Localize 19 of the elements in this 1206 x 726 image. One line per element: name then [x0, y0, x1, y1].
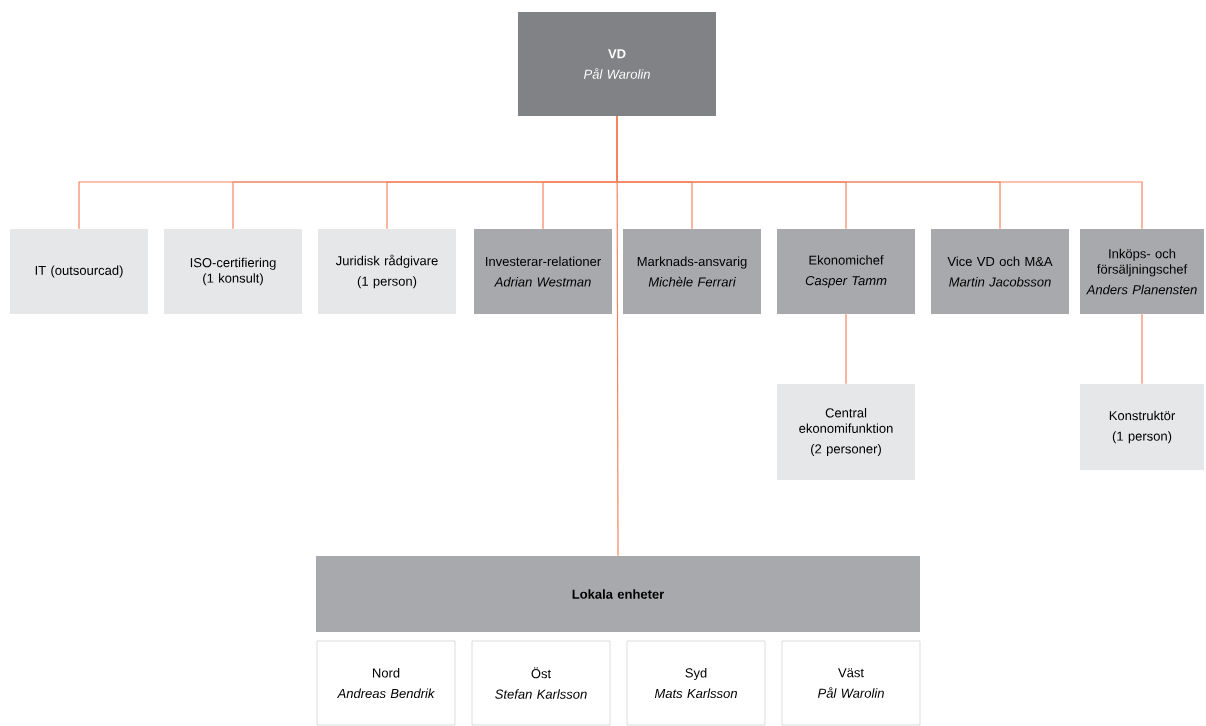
role-box: Juridisk rådgivare (1 person) — [318, 229, 456, 314]
role-box: ISO-certifiering (1 konsult) — [164, 229, 302, 314]
role-box: Central ekonomifunktion (2 personer) — [777, 384, 915, 480]
role-box: Konstruktör (1 person) — [1080, 384, 1204, 470]
role-box: IT (outsourcad) — [10, 229, 148, 314]
connector-line — [1141, 313, 1143, 385]
connector-line — [616, 115, 619, 557]
connector-line — [845, 313, 847, 385]
role-box: Ekonomichef Casper Tamm — [777, 229, 915, 314]
unit-box: Syd Mats Karlsson — [626, 640, 766, 726]
unit-banner: Lokala enheter — [316, 556, 920, 632]
unit-box: Nord Andreas Bendrik — [316, 640, 456, 726]
role-box: Vice VD och M&A Martin Jacobsson — [931, 229, 1069, 314]
unit-box: Öst Stefan Karlsson — [471, 640, 611, 726]
role-box: Investerar-relationer Adrian Westman — [474, 229, 612, 314]
role-box: VD Pål Warolin — [518, 12, 716, 116]
role-box: Marknads-ansvarig Michèle Ferrari — [623, 229, 761, 314]
role-box: Inköps- och försäljningschef Anders Planensten — [1080, 229, 1204, 314]
unit-box: Väst Pål Warolin — [781, 640, 921, 726]
